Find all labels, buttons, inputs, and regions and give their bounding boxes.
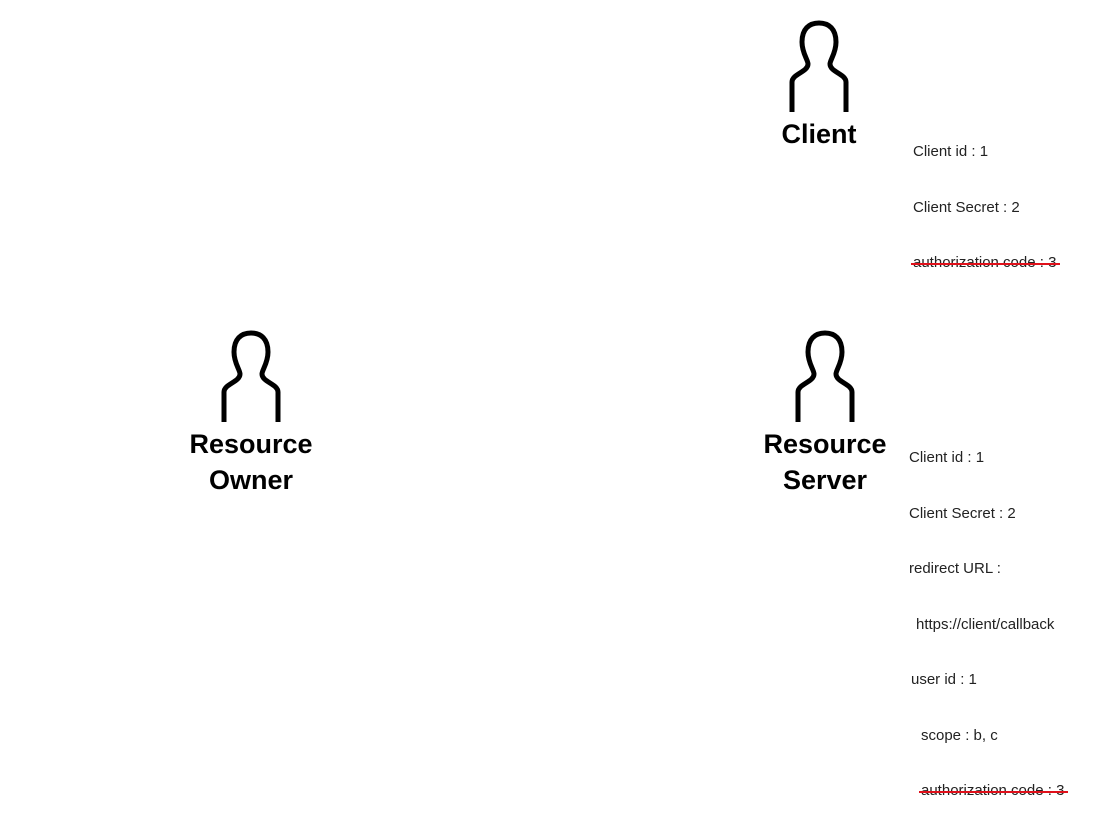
resource-server-label: Resource Server: [745, 426, 905, 498]
client-authorization-code-struck: authorization code : 3: [910, 254, 1061, 271]
server-client-id-text: Client id : 1: [909, 449, 985, 466]
server-scope-text: scope : b, c: [921, 726, 998, 744]
server-user-id-text: user id : 1: [911, 671, 977, 688]
server-redirect-url-label: redirect URL :: [909, 560, 1001, 577]
resource-owner-label-line2: Owner: [208, 465, 294, 495]
resource-server-actor: Resource Server: [745, 330, 905, 498]
server-info: Client id : 1 Client Secret : 2 redirect…: [909, 412, 1069, 819]
server-client-secret-text: Client Secret : 2: [909, 504, 1016, 522]
resource-owner-label: Resource Owner: [171, 426, 331, 498]
server-authorization-code-struck: authorization code : 3: [918, 782, 1069, 799]
client-secret-text: Client Secret : 2: [913, 198, 1020, 216]
person-icon: [795, 330, 855, 422]
client-id-text: Client id : 1: [913, 143, 989, 160]
resource-owner-label-line1: Resource: [189, 429, 313, 459]
client-actor: Client: [739, 20, 899, 152]
person-icon: [789, 20, 849, 112]
client-info: Client id : 1 Client Secret : 2 authoriz…: [910, 106, 1061, 291]
resource-server-label-line1: Resource: [763, 429, 887, 459]
person-icon: [221, 330, 281, 422]
resource-server-label-line2: Server: [782, 465, 868, 495]
resource-owner-actor: Resource Owner: [171, 330, 331, 498]
client-label: Client: [781, 119, 857, 149]
server-redirect-url-value: https://client/callback: [916, 615, 1055, 633]
